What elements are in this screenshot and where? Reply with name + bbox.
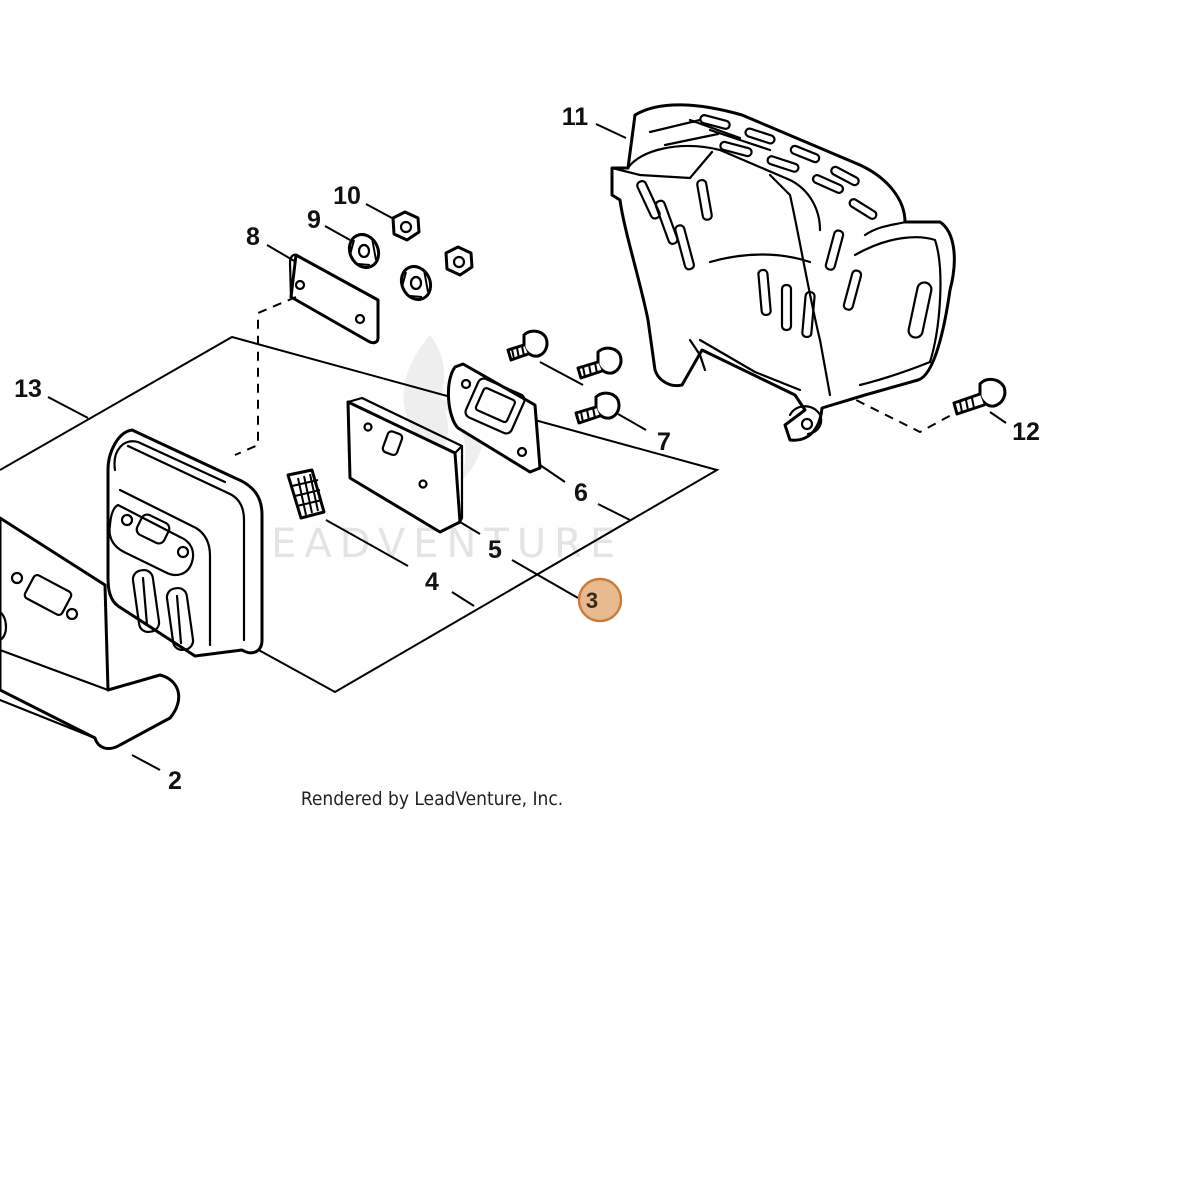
callout-8[interactable]: 8 <box>246 223 260 251</box>
leader-11-12 <box>841 392 956 434</box>
part-13-muffler <box>106 428 264 658</box>
part-4-screen <box>286 468 475 607</box>
callout-11[interactable]: 11 <box>562 103 589 131</box>
callout-labels: 2 4 5 6 7 8 9 10 11 12 13 <box>14 103 1040 795</box>
callout-6[interactable]: 6 <box>574 479 588 507</box>
callout-9[interactable]: 9 <box>307 206 321 234</box>
callout-3-highlight[interactable]: 3 <box>577 577 623 623</box>
callout-5[interactable]: 5 <box>488 536 502 564</box>
part-2-heat-shield <box>0 516 181 750</box>
render-credit: Rendered by LeadVenture, Inc. <box>301 788 563 810</box>
part-10-nuts <box>365 203 474 277</box>
part-7-bolts <box>506 329 647 431</box>
callout-10[interactable]: 10 <box>333 182 361 210</box>
callout-13[interactable]: 13 <box>14 375 42 403</box>
watermark-text: LEADVENTURE <box>241 521 623 567</box>
part-6-gasket <box>446 362 631 521</box>
part-11-shroud <box>595 103 956 442</box>
part-8-plate <box>234 244 380 456</box>
callout-2[interactable]: 2 <box>168 767 182 795</box>
callout-4[interactable]: 4 <box>425 568 439 596</box>
part-12-bolt <box>952 378 1007 424</box>
callout-7[interactable]: 7 <box>657 428 671 456</box>
leader-13 <box>47 396 89 419</box>
assembly-13-outline <box>0 335 720 694</box>
part-9-washers <box>324 225 433 302</box>
part-5-baffle <box>346 396 579 599</box>
leader-2 <box>131 754 161 771</box>
highlight-circle[interactable] <box>577 577 623 623</box>
callout-12[interactable]: 12 <box>1012 418 1040 446</box>
callout-3[interactable]: 3 <box>586 588 598 613</box>
